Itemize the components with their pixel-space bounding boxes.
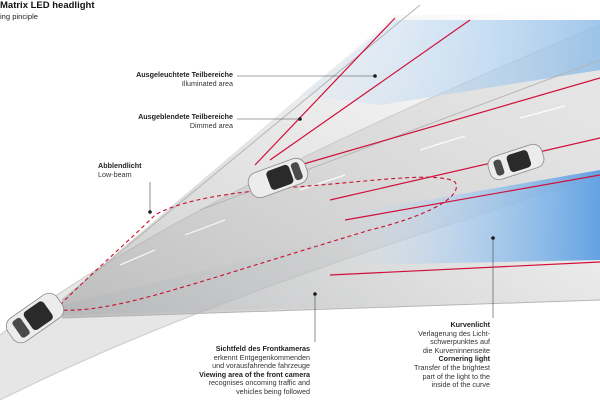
pointer-dot (148, 74, 495, 296)
label-illuminated-de: Ausgeleuchtete Teilbereiche (136, 70, 233, 79)
label-camera-en-line1: recognises oncoming traffic and (208, 378, 310, 388)
label-cornering-de-line3: die Kurveninnenseite (422, 345, 490, 355)
lane-dashes (119, 105, 566, 266)
label-camera-de-line1: erkennt Entgegenkommenden (213, 352, 310, 362)
illuminated-area-lower (340, 170, 600, 265)
label-cornering-en-line1: Transfer of the brightest (413, 362, 490, 372)
label-dimmed-de: Ausgeblendete Teilbereiche (138, 112, 233, 121)
car-icon (247, 157, 309, 199)
label-low-beam: Abblendlicht Low-beam (98, 161, 142, 179)
label-cornering-en-line3: inside of the curve (431, 380, 490, 390)
label-camera-en-line2: vehicles being followed (236, 386, 310, 396)
label-cornering: Kurvenlicht Verlagerung des Licht- schwe… (413, 320, 490, 390)
label-illuminated: Ausgeleuchtete Teilbereiche Illuminated … (136, 70, 233, 88)
page-title: Matrix LED headlight (0, 0, 95, 11)
label-cornering-en-line2: part of the light to the (422, 371, 490, 381)
car-icon (487, 143, 545, 181)
label-camera: Sichtfeld des Frontkameras erkennt Entge… (199, 344, 310, 397)
label-dimmed: Ausgeblendete Teilbereiche Dimmed area (138, 112, 233, 130)
label-camera-de-title: Sichtfeld des Frontkameras (215, 344, 310, 353)
label-cornering-de-title: Kurvenlicht (450, 320, 490, 329)
page-subtitle: ing pinciple (0, 12, 38, 21)
illuminated-area-upper (300, 20, 600, 105)
label-camera-en-title: Viewing area of the front camera (199, 369, 310, 379)
label-low-beam-en: Low-beam (98, 169, 132, 179)
leader-lines (149, 75, 494, 342)
label-cornering-en-title: Cornering light (438, 354, 490, 364)
low-beam-outline (59, 176, 457, 311)
car-icon (5, 292, 65, 344)
label-low-beam-de: Abblendlicht (98, 161, 142, 170)
label-cornering-de-line2: schwerpunktes auf (430, 337, 490, 347)
red-beam-lines (254, 17, 600, 276)
label-cornering-de-line1: Verlagerung des Licht- (418, 328, 490, 338)
label-illuminated-en: Illuminated area (181, 78, 233, 88)
label-camera-de-line2: und vorausfahrende fahrzeuge (212, 361, 310, 371)
label-dimmed-en: Dimmed area (189, 120, 233, 130)
